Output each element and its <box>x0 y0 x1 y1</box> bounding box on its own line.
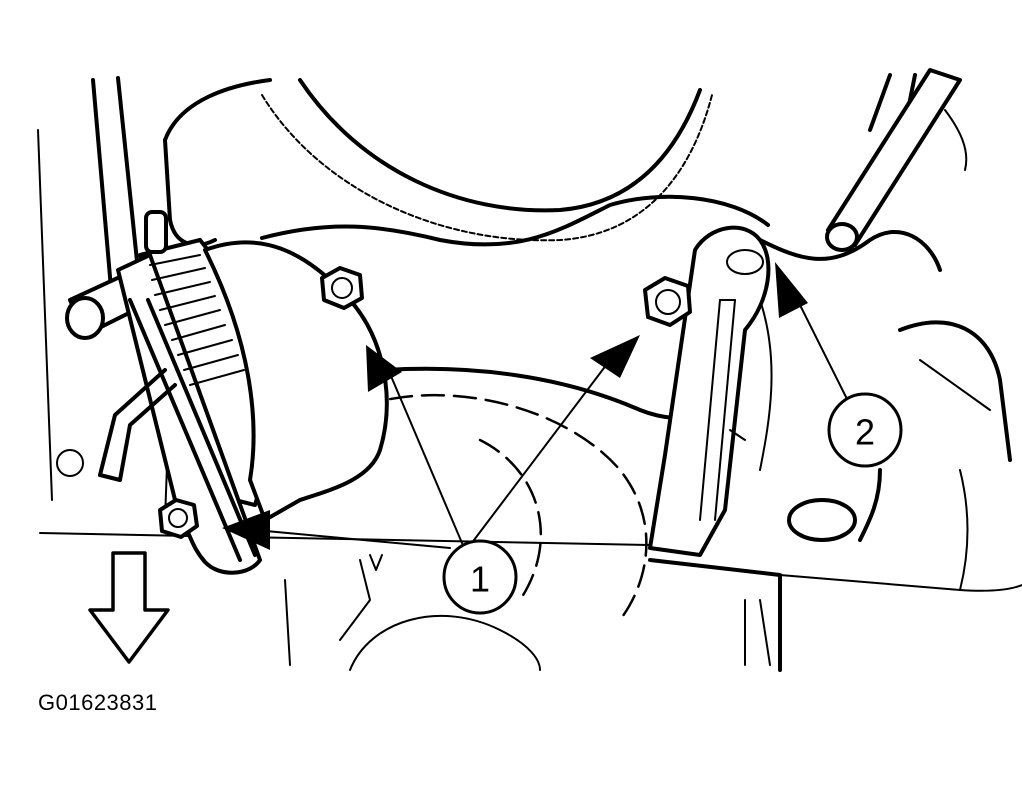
callout-2-label: 2 <box>855 412 875 453</box>
arrowhead-2 <box>775 262 808 318</box>
arrowhead-1c <box>222 510 270 550</box>
camshaft-sprocket <box>261 78 713 242</box>
bolt-upper-left <box>320 266 364 310</box>
plug <box>787 498 857 542</box>
chain-guide-left <box>203 240 389 522</box>
callout-leaders <box>222 262 851 550</box>
bolt-upper-right <box>643 276 692 327</box>
arrowhead-1b <box>590 335 640 378</box>
chain-guide-right <box>648 225 771 557</box>
guide-rod-right <box>825 68 962 252</box>
callout-2: 2 <box>827 392 903 468</box>
bolt-lower-left <box>158 498 199 539</box>
figure-id: G01623831 <box>38 690 158 715</box>
arrowhead-1a <box>366 345 402 392</box>
down-arrow-icon <box>88 551 170 664</box>
crankshaft-sprocket <box>328 394 648 671</box>
callout-1-label: 1 <box>470 559 490 600</box>
callout-1: 1 <box>442 539 518 615</box>
